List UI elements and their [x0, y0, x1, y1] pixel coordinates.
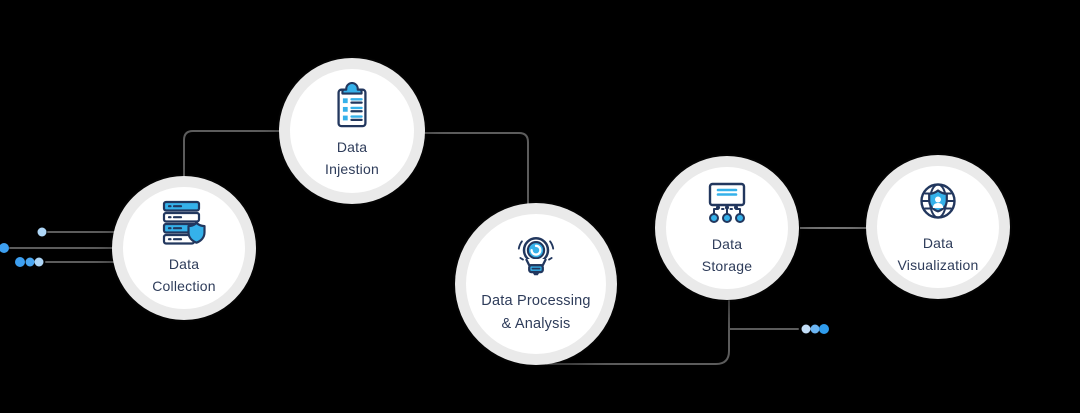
node-data-processing-analysis: Data Processing & Analysis: [455, 203, 617, 365]
server-network-icon: [708, 182, 746, 223]
node-label-line1: Data: [922, 234, 954, 251]
node-label-line1: Data: [711, 235, 743, 252]
decorative-dot: [801, 324, 811, 334]
globe-user-shield-icon: [920, 183, 956, 219]
node-label-line2: Visualization: [897, 256, 979, 273]
connector-collection-injestion: [183, 130, 282, 178]
node-data-injestion: Data Injestion: [279, 58, 425, 204]
node-label-line1: Data: [168, 255, 200, 272]
node-label-line2: Collection: [152, 277, 216, 294]
server-shield-icon: [162, 200, 206, 245]
node-label-line2: & Analysis: [501, 315, 571, 332]
decorative-dot: [810, 324, 820, 334]
decorative-dot: [25, 257, 35, 267]
decorative-dot: [819, 324, 829, 334]
node-data-collection: Data Collection: [112, 176, 256, 320]
clipboard-checklist-icon: [337, 81, 367, 128]
connector-processing-storage: [530, 300, 730, 365]
decorative-dot: [37, 227, 47, 237]
decorative-dot: [34, 257, 44, 267]
lightbulb-idea-icon: [517, 236, 555, 276]
decorative-dot: [0, 243, 9, 253]
decorative-dot: [15, 257, 25, 267]
node-label-line2: Injestion: [325, 160, 379, 177]
connector-injestion-processing: [423, 132, 529, 207]
node-label-line2: Storage: [701, 257, 753, 274]
node-data-visualization: Data Visualization: [866, 155, 1010, 299]
node-label-line1: Data: [336, 138, 368, 155]
node-label-line1: Data Processing: [481, 293, 591, 310]
node-data-storage: Data Storage: [655, 156, 799, 300]
